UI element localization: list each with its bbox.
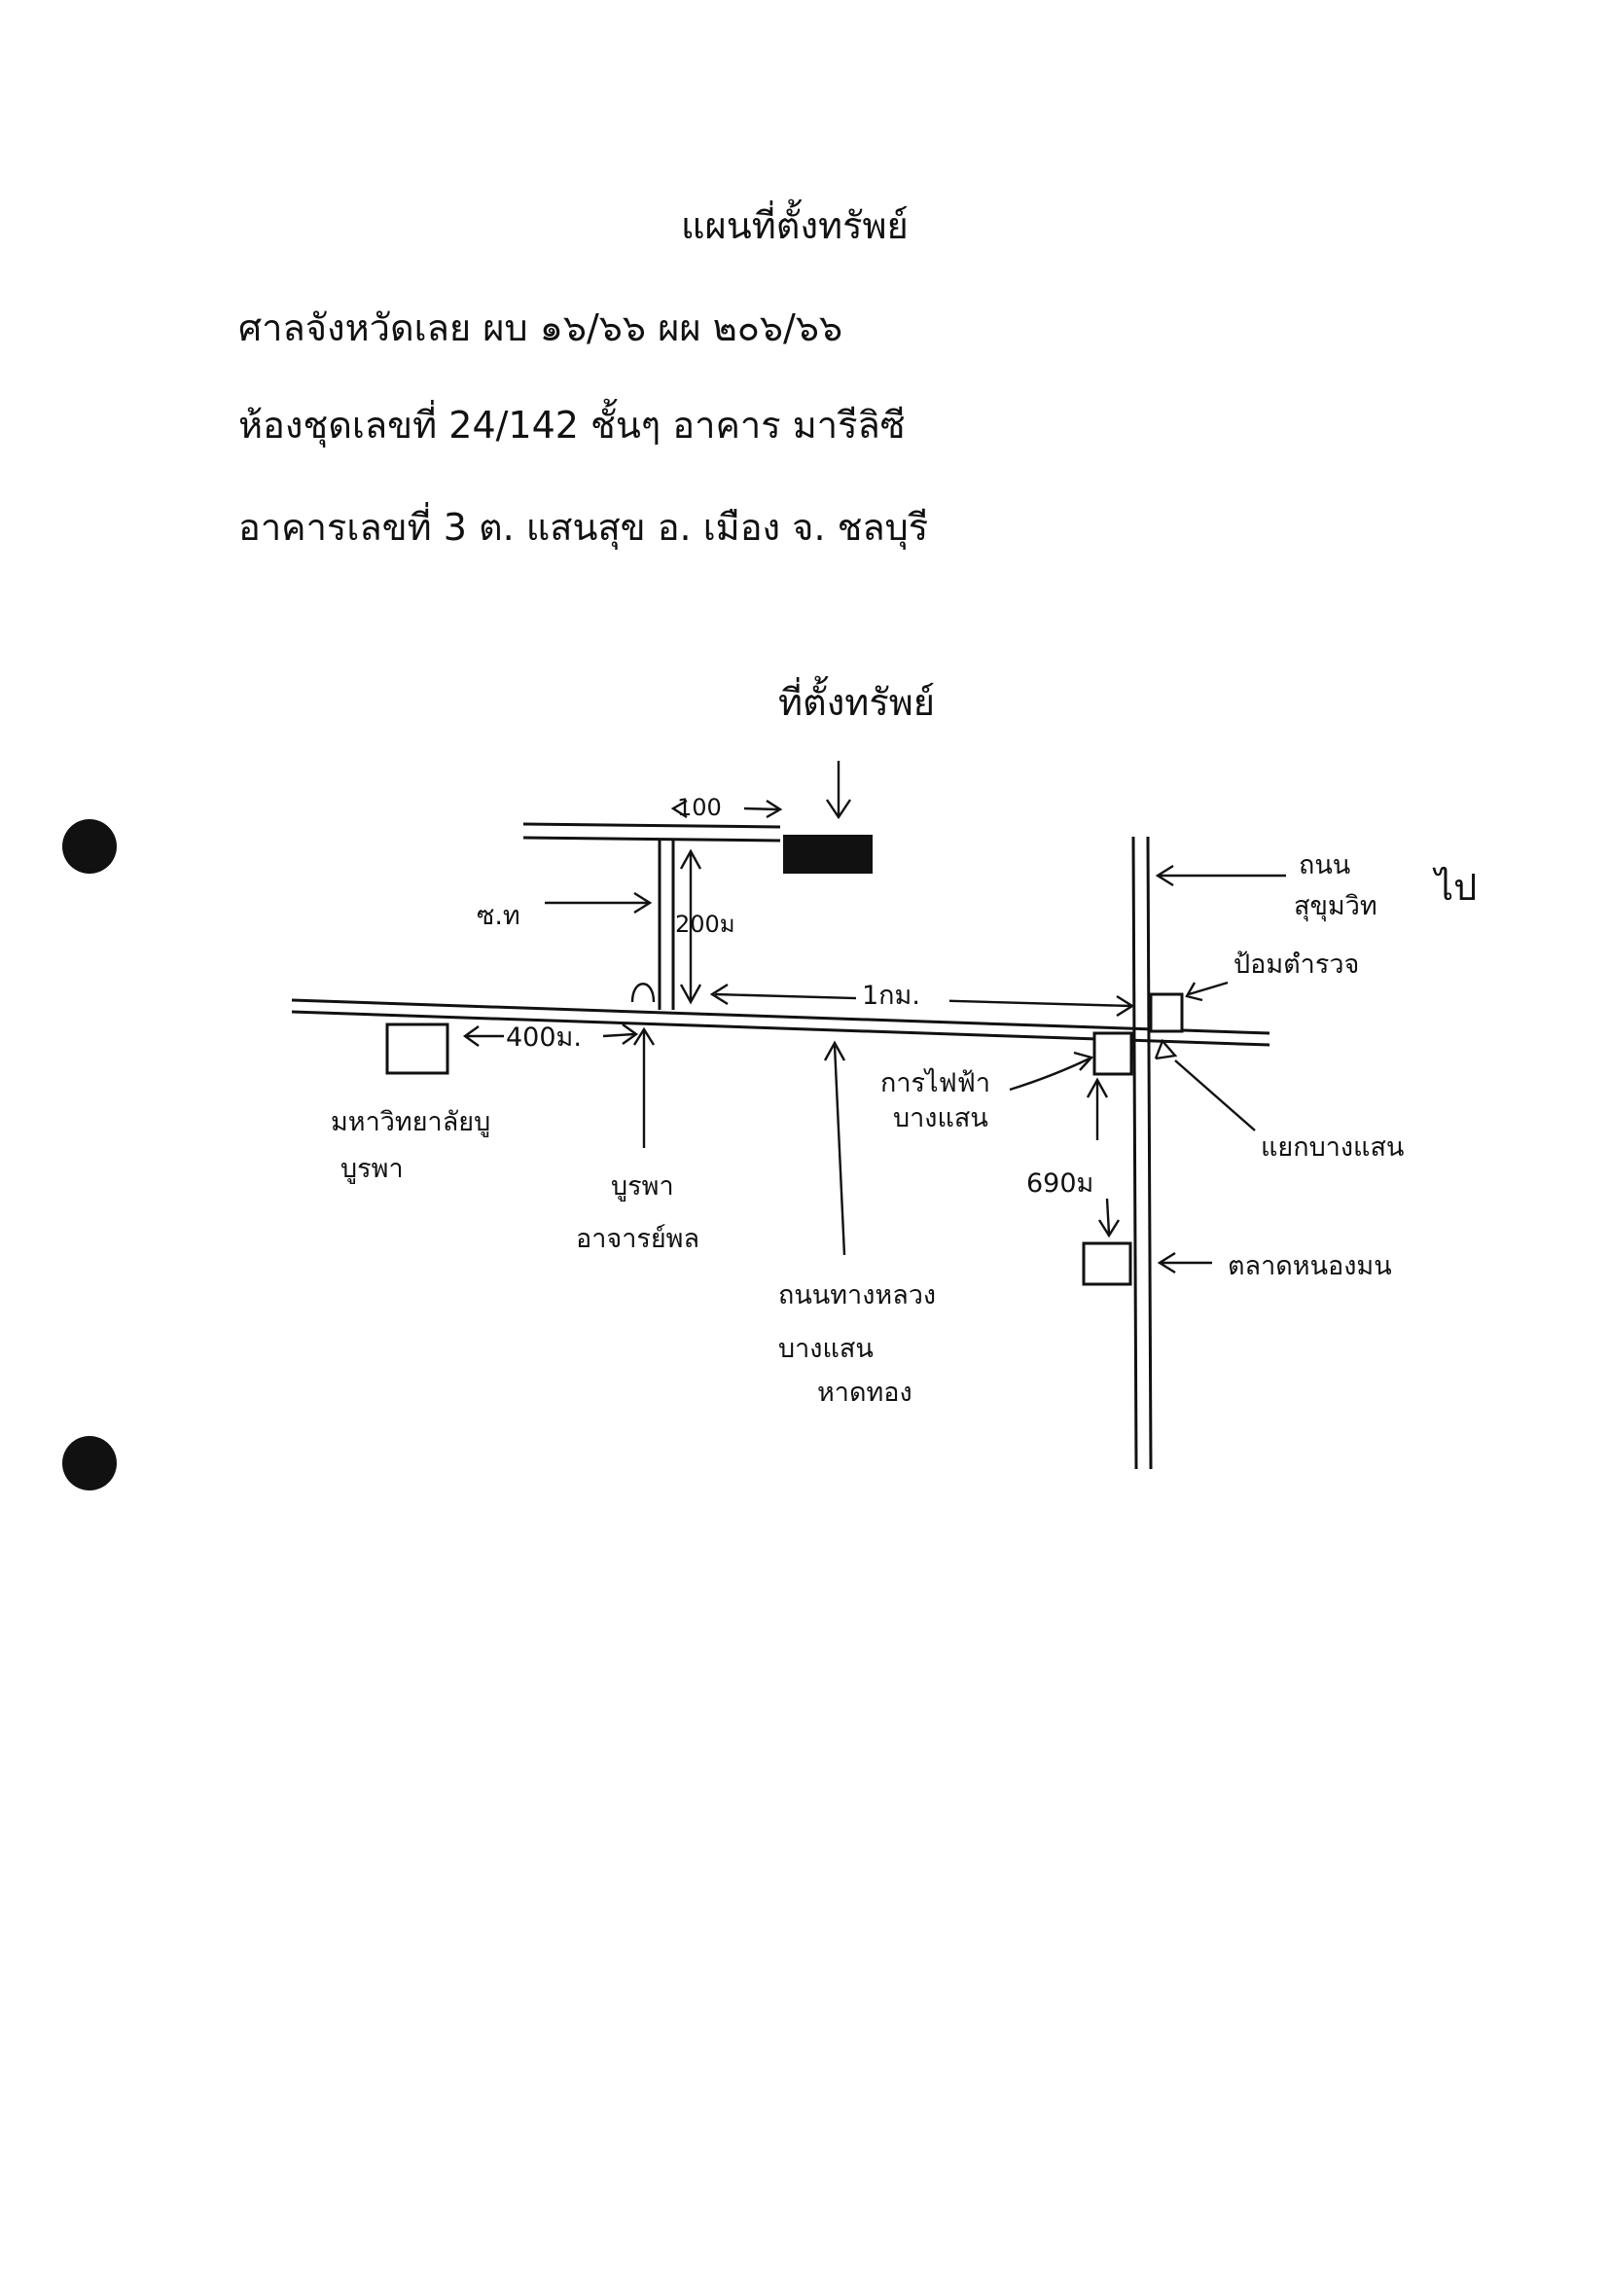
- electricity-office-arrow: [1009, 1057, 1091, 1092]
- hospital-label-line2: บูรพา: [340, 1154, 404, 1184]
- soi-label-arrow-head: [633, 891, 653, 915]
- soi-distance-arrow-up: [679, 848, 702, 870]
- soi-distance-arrow-down: [679, 984, 702, 1005]
- property-location-label: ที่ตั้งทรัพย์: [778, 675, 935, 724]
- hospital-label-line1: มหาวิทยาลัยบู: [331, 1107, 490, 1137]
- left-distance-label: 400ม.: [506, 1022, 582, 1053]
- sukhumvit-road-right: [1146, 836, 1153, 1470]
- university-label-line1: บูรพา: [611, 1171, 674, 1202]
- electricity-office-line1: การไฟฟ้า: [880, 1068, 990, 1098]
- direction-mark: ไป: [1432, 866, 1477, 909]
- highway-label-line3: หาดทอง: [817, 1378, 912, 1408]
- electricity-office-building: [1092, 1031, 1133, 1076]
- market-building: [1082, 1241, 1132, 1286]
- property-arrow-head: [826, 799, 851, 820]
- sukhumvit-road-left: [1131, 836, 1138, 1470]
- punch-hole-bottom: [62, 1436, 117, 1490]
- sukhumvit-label-line1: ถนน: [1299, 850, 1350, 880]
- top-distance-arrow: [743, 807, 779, 811]
- main-distance-arrow-left: [709, 983, 729, 1006]
- punch-hole-top: [62, 819, 117, 874]
- soi-distance-label: 200ม: [675, 911, 735, 938]
- police-box-arrow: [1188, 981, 1229, 996]
- junction-label: แยกบางแสน: [1261, 1132, 1404, 1163]
- highway-pointer: [833, 1045, 846, 1256]
- junction-arrow: [1174, 1059, 1256, 1131]
- junction-marker: [1154, 1038, 1178, 1060]
- police-box: [1149, 992, 1184, 1033]
- highway-label-line2: บางแสน: [778, 1334, 874, 1364]
- left-distance-arrow-right: [622, 1023, 639, 1045]
- unit-address-line: ห้องชุดเลขที่ 24/142 ชั้นๆ อาคาร มารีลิซ…: [238, 398, 906, 448]
- top-distance-arrow-tail: [670, 799, 688, 819]
- building-address-line: อาคารเลขที่ 3 ต. แสนสุข อ. เมือง จ. ชลบุ…: [238, 502, 928, 550]
- market-distance-line-down: [1105, 1198, 1111, 1235]
- top-distance-label: 100: [677, 794, 722, 821]
- electricity-office-line2: บางแสน: [893, 1103, 988, 1133]
- university-building: [385, 1022, 449, 1075]
- sukhumvit-label-line2: สุขุมวิท: [1294, 891, 1377, 922]
- police-box-label: ป้อมตำรวจ: [1234, 950, 1359, 980]
- top-distance-arrow-head: [766, 799, 783, 819]
- university-label-line2: อาจารย์พล: [576, 1223, 699, 1254]
- court-case-line: ศาลจังหวัดเลย ผบ ๑๖/๖๖ ผผ ๒๐๖/๖๖: [238, 306, 842, 349]
- main-distance-arrow-right: [1116, 994, 1135, 1018]
- property-block: [783, 835, 873, 874]
- market-distance-arrow-down: [1097, 1219, 1121, 1238]
- market-arrow-head: [1157, 1251, 1176, 1274]
- sukhumvit-arrow-head: [1155, 864, 1174, 887]
- junction-turn-mark: [630, 983, 656, 1003]
- university-pointer-head: [632, 1026, 656, 1046]
- market-label: ตลาดหนองมน: [1228, 1251, 1392, 1281]
- document-title: แผนที่ตั้งทรัพย์: [681, 198, 909, 247]
- main-road-upper: [291, 998, 1270, 1035]
- left-distance-line-right: [602, 1032, 635, 1038]
- electricity-office-arrow-head: [1073, 1051, 1094, 1071]
- soi-label: ซ.ท: [477, 901, 520, 931]
- highway-pointer-head: [823, 1040, 846, 1061]
- top-road-lower: [522, 836, 781, 843]
- main-distance-bg: [856, 981, 949, 1010]
- police-box-arrow-head: [1185, 982, 1203, 1002]
- market-distance-arrow-up: [1086, 1077, 1109, 1098]
- main-distance-label: 1กม.: [862, 981, 920, 1011]
- left-distance-arrow: [462, 1025, 480, 1047]
- top-road-upper: [522, 822, 781, 829]
- highway-label-line1: ถนนทางหลวง: [778, 1280, 936, 1310]
- location-map: ที่ตั้งทรัพย์ 100 200ม ซ.ท 1กม.: [291, 675, 1477, 1470]
- market-distance-label: 690ม: [1026, 1168, 1093, 1199]
